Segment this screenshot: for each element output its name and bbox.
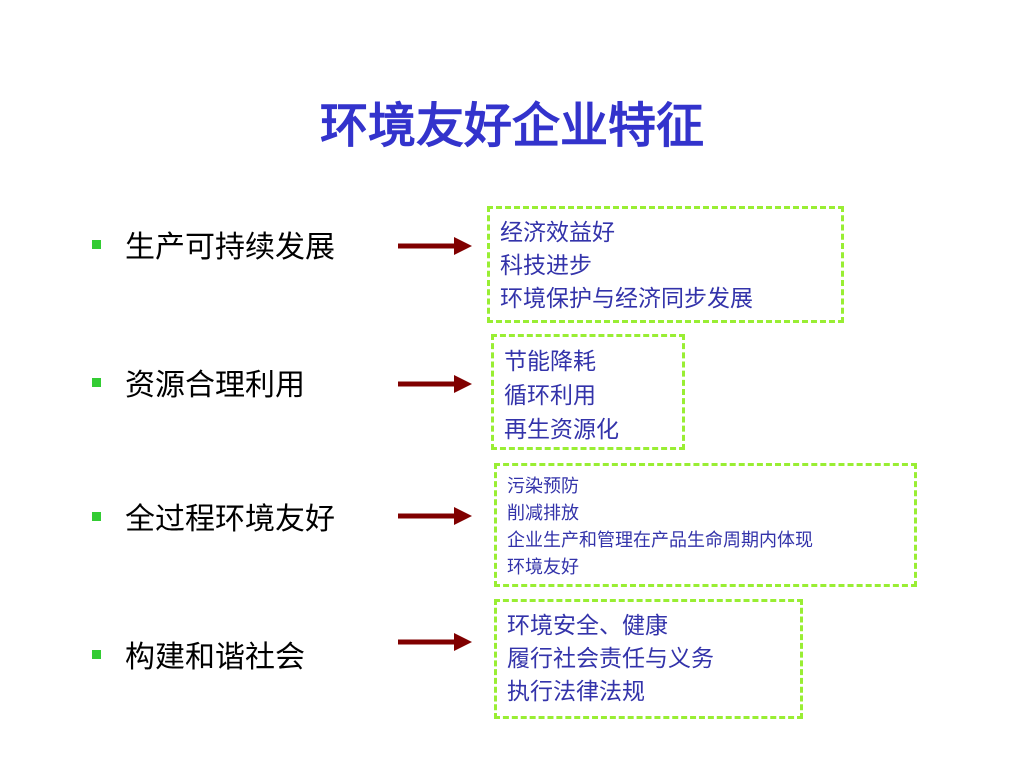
bullet-square-icon	[92, 377, 101, 387]
bullet-label: 资源合理利用	[125, 368, 305, 403]
detail-line: 履行社会责任与义务	[507, 646, 714, 672]
detail-box-harmonious-society: 环境安全、健康 履行社会责任与义务 执行法律法规	[494, 599, 803, 719]
right-arrow-icon	[398, 633, 472, 651]
bullet-item-resource-use: 资源合理利用	[92, 362, 305, 403]
detail-box-resource-use: 节能降耗 循环利用 再生资源化	[491, 334, 685, 450]
detail-line: 科技进步	[500, 253, 592, 279]
right-arrow-icon	[398, 507, 472, 525]
detail-line: 环境保护与经济同步发展	[500, 286, 753, 312]
detail-line: 污染预防	[507, 476, 579, 497]
detail-box-sustainable-production: 经济效益好 科技进步 环境保护与经济同步发展	[487, 206, 844, 323]
detail-line: 执行法律法规	[507, 679, 645, 705]
right-arrow-icon	[398, 375, 472, 393]
detail-line: 削减排放	[507, 503, 579, 524]
bullet-label: 生产可持续发展	[125, 230, 335, 265]
bullet-label: 构建和谐社会	[125, 640, 305, 675]
detail-line: 环境友好	[507, 557, 579, 578]
bullet-square-icon	[92, 649, 101, 659]
right-arrow-icon	[398, 237, 472, 255]
detail-box-whole-process: 污染预防 削减排放 企业生产和管理在产品生命周期内体现 环境友好	[494, 463, 917, 587]
bullet-square-icon	[92, 239, 101, 249]
bullet-square-icon	[92, 511, 101, 521]
detail-line: 再生资源化	[504, 417, 619, 443]
detail-line: 环境安全、健康	[507, 613, 668, 639]
detail-line: 经济效益好	[500, 220, 615, 246]
bullet-item-harmonious-society: 构建和谐社会	[92, 634, 305, 675]
detail-line: 循环利用	[504, 383, 596, 409]
detail-line: 企业生产和管理在产品生命周期内体现	[507, 530, 813, 551]
bullet-item-whole-process: 全过程环境友好	[92, 496, 335, 537]
slide-title: 环境友好企业特征	[319, 98, 704, 154]
bullet-item-sustainable-production: 生产可持续发展	[92, 224, 335, 265]
bullet-label: 全过程环境友好	[125, 502, 335, 537]
detail-line: 节能降耗	[504, 349, 596, 375]
